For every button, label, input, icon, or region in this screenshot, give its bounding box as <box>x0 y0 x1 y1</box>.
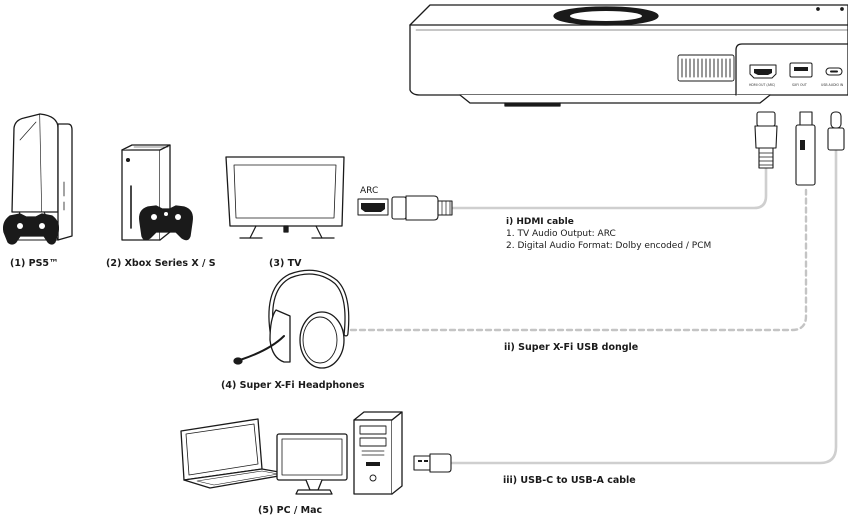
usb-c-plug-device-end <box>827 111 845 151</box>
main-device: HDMI OUT (ARC) SXFI OUT USB AUDIO IN <box>409 4 848 107</box>
hdmi-cable-line-1: 1. TV Audio Output: ARC <box>506 229 616 239</box>
desktop-monitor <box>276 433 348 495</box>
ps5-controller <box>2 213 60 245</box>
port-hdmi-out-label: HDMI OUT (ARC) <box>749 83 775 87</box>
pc-label: (5) PC / Mac <box>258 505 323 516</box>
usb-dongle <box>795 111 816 186</box>
vent-grille <box>677 54 735 82</box>
tv-arc-label: ARC <box>360 186 379 196</box>
xbox-controller <box>139 205 193 241</box>
cables <box>449 148 838 465</box>
hdmi-cable-title: i) HDMI cable <box>506 217 574 227</box>
tv-arc-port <box>357 198 389 216</box>
port-usb-audio-in: USB AUDIO IN <box>821 67 844 87</box>
usb-cable-caption: iii) USB-C to USB-A cable <box>503 475 636 486</box>
ps5-console <box>2 113 73 245</box>
headphones-label: (4) Super X-Fi Headphones <box>221 380 365 391</box>
headphones-illustration <box>233 269 350 369</box>
port-hdmi-out: HDMI OUT (ARC) <box>749 64 777 87</box>
dongle-caption: ii) Super X-Fi USB dongle <box>504 342 639 353</box>
xbox-console <box>121 144 193 241</box>
desktop-tower <box>353 411 403 495</box>
usb-a-plug <box>413 453 452 473</box>
laptop-illustration <box>180 418 291 489</box>
xbox-label: (2) Xbox Series X / S <box>106 258 216 269</box>
hdmi-cable <box>450 166 768 210</box>
port-sxfi-out-label: SXFI OUT <box>792 83 807 87</box>
hdmi-plug-tv-end <box>391 195 453 221</box>
ps5-label: (1) PS5™ <box>10 258 59 269</box>
port-usb-audio-in-label: USB AUDIO IN <box>821 83 844 87</box>
tv-label: (3) TV <box>269 258 302 269</box>
hdmi-cable-line-2: 2. Digital Audio Format: Dolby encoded /… <box>506 241 712 251</box>
hdmi-plug-device-end <box>754 111 778 169</box>
dongle-wireless-link <box>340 188 808 332</box>
hdmi-cable-caption: i) HDMI cable 1. TV Audio Output: ARC 2.… <box>506 216 711 252</box>
tv-set <box>225 156 345 239</box>
port-sxfi-out: SXFI OUT <box>789 62 813 87</box>
usb-c-cable <box>449 148 838 465</box>
